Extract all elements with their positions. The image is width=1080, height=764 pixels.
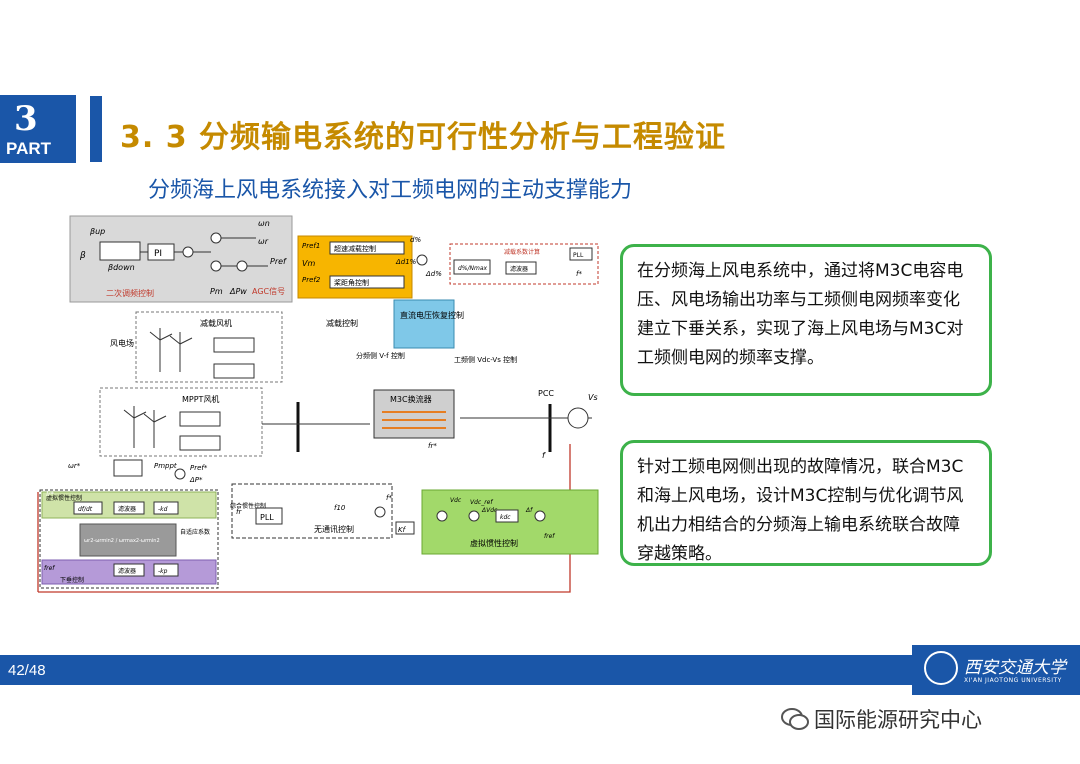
label-beta-down: βdown: [107, 263, 135, 272]
university-logo: 西安交通大学 XI'AN JIAOTONG UNIVERSITY: [912, 645, 1080, 695]
label-dmax: d%/Nmax: [458, 265, 488, 272]
label-f-ref2: fref: [44, 565, 55, 572]
label-mppt-wt: MPPT风机: [182, 394, 219, 404]
label-adapt: 自适应系数: [180, 528, 210, 536]
label-omega-formula: ωr2-ωrmin2 / ωrmax2-ωrmin2: [84, 538, 160, 544]
m3c-block: [373, 389, 455, 439]
page-number: 42/48: [8, 662, 46, 679]
label-fr-star: fr*: [428, 442, 437, 450]
deload-calc-block: [449, 243, 599, 285]
label-pi: PI: [154, 249, 162, 259]
label-dc-recovery: 直流电压恢复控制: [400, 310, 464, 320]
textbox-frequency-support-text: 在分频海上风电系统中，通过将M3C电容电压、风电场输出功率与工频侧电网频率变化建…: [637, 261, 964, 368]
label-p-mppt: Pmppt: [154, 462, 177, 470]
label-pref2: Pref2: [302, 276, 321, 284]
label-freq-side: 分频侧 V-f 控制: [356, 351, 405, 360]
university-name-cn: 西安交通大学: [964, 658, 1066, 678]
label-beta: β: [79, 251, 86, 261]
label-omega-r: ωr: [258, 237, 269, 246]
label-m3c: M3C换流器: [390, 394, 432, 404]
label-vs: Vs: [588, 393, 598, 402]
label-delta-d1: Δd1%: [395, 258, 417, 266]
label-delta-d: Δd%: [425, 270, 442, 278]
label-vdc: Vdc: [450, 497, 462, 504]
label-df-dt: df/dt: [78, 506, 93, 513]
label-pll2: PLL: [260, 513, 274, 522]
label-comprehensive: 综合惯性控制: [230, 502, 266, 510]
label-delta-p-star: ΔP*: [189, 476, 203, 484]
label-filter3: 滤波器: [118, 567, 136, 575]
label-pm: Pm: [210, 287, 223, 296]
label-filter2: 滤波器: [118, 505, 136, 513]
label-delta-f: Δf: [525, 507, 533, 514]
label-deload-wt: 减载风机: [200, 318, 232, 328]
label-f-star2: f*: [386, 494, 392, 502]
university-seal-icon: [924, 651, 958, 685]
label-d-pct: d%: [410, 236, 421, 244]
part-badge: 3 PART: [0, 95, 76, 163]
label-vm: Vm: [302, 259, 315, 268]
page-title: 3. 3 分频输电系统的可行性分析与工程验证: [120, 120, 727, 155]
textbox-fault-ride-through: 针对工频电网侧出现的故障情况，联合M3C和海上风电场，设计M3C控制与优化调节风…: [620, 440, 992, 566]
label-pitch: 桨距角控制: [334, 278, 369, 287]
label-f-ref: fref: [544, 533, 555, 540]
label-kp: -kp: [158, 568, 168, 575]
page-subtitle: 分频海上风电系统接入对工频电网的主动支撑能力: [148, 178, 633, 203]
label-vi-ctrl: 虚拟惯性控制: [46, 494, 82, 502]
title-accent-bar: [90, 96, 102, 162]
label-pll-top: PLL: [573, 252, 584, 259]
label-kf: Kf: [398, 526, 407, 534]
label-droop: 下垂控制: [60, 576, 84, 584]
wechat-icon: [781, 708, 809, 730]
label-vdc-ref: Vdc_ref: [470, 499, 493, 506]
footer-bar: [0, 655, 1080, 685]
textbox-frequency-support: 在分频海上风电系统中，通过将M3C电容电压、风电场输出功率与工频侧电网频率变化建…: [620, 244, 992, 396]
adaptive-block: [79, 523, 177, 557]
label-omega-n: ωn: [258, 219, 270, 228]
control-diagram: βup βdown β PI ωn ωr Pref Pm ΔPw AGC信号 二…: [37, 215, 599, 593]
label-p-ref-star: Pref*: [190, 464, 208, 472]
part-word: PART: [6, 139, 52, 158]
label-virtual-inertia: 虚拟惯性控制: [470, 538, 518, 548]
label-delta-pw: ΔPw: [229, 287, 247, 296]
label-overspeed: 超速减载控制: [334, 244, 376, 253]
label-deload-calc: 减载系数计算: [504, 248, 540, 256]
textbox-fault-ride-through-text: 针对工频电网侧出现的故障情况，联合M3C和海上风电场，设计M3C控制与优化调节风…: [637, 457, 964, 564]
label-omega-r-star: ωr*: [68, 462, 81, 470]
label-f-star: f*: [576, 270, 582, 278]
label-secondary-reg: 二次调频控制: [106, 288, 154, 298]
label-pcc: PCC: [538, 389, 554, 398]
label-fr-star2: fr*: [46, 491, 54, 498]
label-kd: -kd: [158, 506, 168, 513]
label-filter-top: 滤波器: [510, 265, 528, 273]
label-kdc: kdc: [500, 514, 511, 521]
label-no-comm: 无通讯控制: [314, 524, 354, 534]
watermark-text: 国际能源研究中心: [814, 708, 982, 732]
label-power-side: 工频侧 Vdc-Vs 控制: [454, 355, 517, 364]
university-name-en: XI'AN JIAOTONG UNIVERSITY: [964, 677, 1062, 684]
label-pref: Pref: [270, 257, 287, 266]
label-agc: AGC信号: [252, 286, 285, 296]
label-wind-farm: 风电场: [110, 338, 134, 348]
dc-recovery-block: [393, 299, 455, 349]
label-f: f: [542, 451, 546, 460]
label-f10: f10: [334, 504, 346, 512]
part-number: 3: [14, 99, 38, 139]
no-comm-block: [231, 483, 393, 539]
label-pref1: Pref1: [302, 242, 320, 250]
label-beta-up: βup: [89, 227, 105, 236]
label-f-r: fr: [236, 508, 242, 516]
label-delta-vdc: ΔVdc: [481, 507, 498, 514]
label-deload-ctrl: 减载控制: [326, 318, 358, 328]
